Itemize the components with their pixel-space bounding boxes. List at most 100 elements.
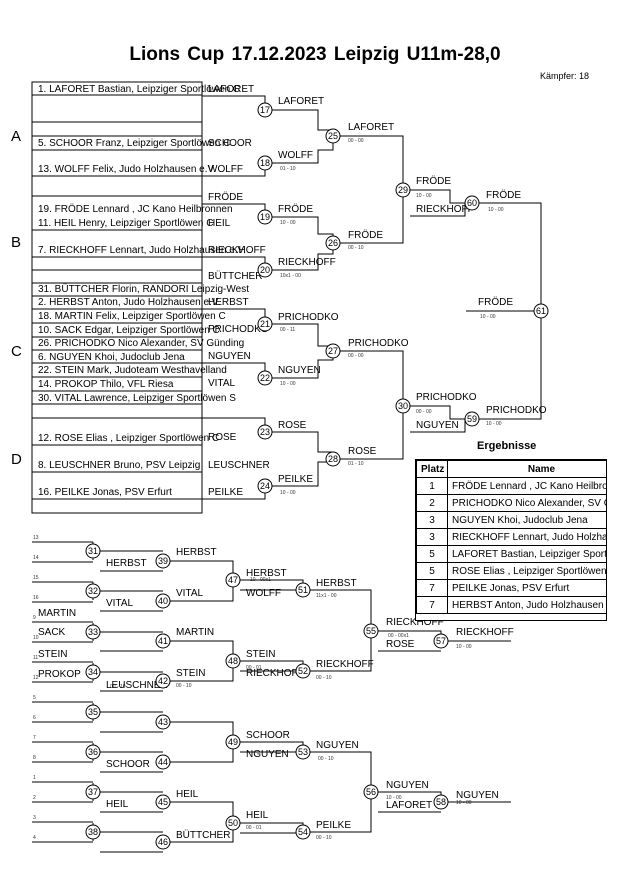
pool-label: A — [11, 128, 21, 145]
competitor-label: BÜTTCHER — [208, 270, 262, 282]
result-place: 5 — [416, 545, 448, 563]
competitor-label: FRÖDE — [348, 229, 383, 241]
match-number: 52 — [298, 666, 308, 676]
competitor-label: SCHOOR — [208, 138, 252, 149]
match-circle — [85, 704, 101, 720]
seed-number: 7 — [33, 735, 36, 741]
match-circle — [85, 824, 101, 840]
roster-entry: 31. BÜTTCHER Florin, RANDORI Leipzig-Wes… — [38, 283, 249, 295]
match-circle — [325, 451, 341, 467]
match-circle — [533, 303, 549, 319]
match-circle — [325, 235, 341, 251]
score-text: 00 - 01 — [246, 825, 262, 831]
match-circle — [155, 673, 171, 689]
match-number: 56 — [366, 787, 376, 797]
competitor-label: FRÖDE — [208, 191, 243, 203]
match-circle — [257, 316, 273, 332]
match-number: 43 — [158, 717, 168, 727]
score-text: 00 - 11 — [280, 327, 295, 333]
roster-entry: 22. STEIN Mark, Judoteam Westhavelland — [38, 365, 227, 376]
seed-number: 8 — [33, 755, 36, 761]
bracket-connector — [202, 256, 266, 270]
repechage-label: SCHOOR — [106, 759, 150, 770]
match-number: 48 — [228, 656, 238, 666]
competitor-label: VITAL — [208, 378, 235, 389]
match-circle — [433, 633, 449, 649]
bracket-connector — [202, 417, 266, 432]
roster-entry: 6. NGUYEN Khoi, Judoclub Jena — [38, 352, 185, 363]
roster-entry: 12. ROSE Elias , Leipziger Sportlöwen C — [38, 433, 219, 444]
competitor-label: LAFORET — [348, 122, 394, 133]
match-circle — [464, 195, 480, 211]
repechage-label: RIECKHOFF — [456, 627, 514, 638]
competitor-label: PRICHODKO — [348, 338, 409, 349]
match-circle — [257, 102, 273, 118]
repechage-label: SACK — [38, 627, 66, 638]
repechage-label: MARTIN — [176, 627, 214, 638]
competitor-label: RIECKHOFF — [208, 245, 266, 256]
fighter-count: Kämpfer: 18 — [540, 71, 590, 81]
match-circle — [295, 824, 311, 840]
roster-entry: 19. FRÖDE Lennard , JC Kano Heilbronnen — [38, 203, 233, 215]
repechage-connector — [310, 631, 372, 672]
match-number: 17 — [260, 105, 270, 115]
match-circle — [433, 794, 449, 810]
repechage-label: PROKOP — [38, 669, 81, 680]
bracket-connector — [410, 405, 472, 420]
repechage-connector — [310, 792, 372, 833]
match-number: 51 — [298, 585, 308, 595]
competitor-label: RIECKHOFF — [416, 204, 474, 215]
repechage-label: MARTIN — [38, 608, 76, 619]
repechage-label: RIECKHOFF — [316, 659, 374, 670]
repechage-label: HERBST — [316, 578, 357, 589]
match-number: 58 — [436, 797, 446, 807]
competitor-label: PRICHODKO — [416, 392, 477, 403]
match-circle — [225, 653, 241, 669]
match-number: 44 — [158, 757, 168, 767]
score-text: 10 - 00 — [488, 207, 504, 213]
competitor-label: RIECKHOFF — [278, 257, 336, 268]
competitor-label: PRICHODKO — [486, 405, 547, 416]
repechage-label: STEIN — [246, 649, 275, 660]
roster-entry: 26. PRICHODKO Nico Alexander, SV Günding — [38, 338, 244, 349]
match-number: 18 — [260, 158, 270, 168]
score-text: 10 - 00 — [480, 314, 496, 320]
pool-label: B — [11, 234, 21, 251]
roster-entry: 14. PROKOP Thilo, VFL Riesa — [38, 379, 174, 390]
competitor-label: FRÖDE — [278, 203, 313, 215]
score-text: 00 - 10 — [316, 675, 332, 681]
score-text: 00 - 10 — [110, 684, 126, 690]
match-number: 38 — [88, 827, 98, 837]
seed-number: 1 — [33, 775, 36, 781]
score-text: 00 - 00 — [348, 353, 364, 359]
match-number: 33 — [88, 627, 98, 637]
results-header-row: Platz Name — [416, 460, 606, 478]
repechage-label: LAFORET — [386, 800, 432, 811]
bracket-connector — [272, 431, 334, 459]
result-name: PEILKE Jonas, PSV Erfurt — [447, 579, 606, 597]
competitor-label: FRÖDE — [486, 189, 521, 201]
match-number: 50 — [228, 818, 238, 828]
competitor-label: NGUYEN — [416, 420, 459, 431]
match-circle — [257, 424, 273, 440]
seed-number: 4 — [33, 835, 36, 841]
score-text: 10 - 00 — [280, 490, 296, 496]
match-circle — [85, 784, 101, 800]
bracket-connector — [340, 135, 404, 190]
score-text: 10 - 00 — [456, 800, 472, 806]
match-circle — [295, 663, 311, 679]
match-number: 24 — [260, 481, 270, 491]
match-circle — [363, 784, 379, 800]
bracket-connector — [410, 419, 466, 433]
match-number: 55 — [366, 626, 376, 636]
result-name: RIECKHOFF Lennart, Judo Holzhausen e.V. — [447, 528, 606, 546]
match-number: 35 — [88, 707, 98, 717]
page-title: Lions Cup 17.12.2023 Leipzig U11m-28,0 — [129, 44, 501, 65]
match-circle — [257, 262, 273, 278]
